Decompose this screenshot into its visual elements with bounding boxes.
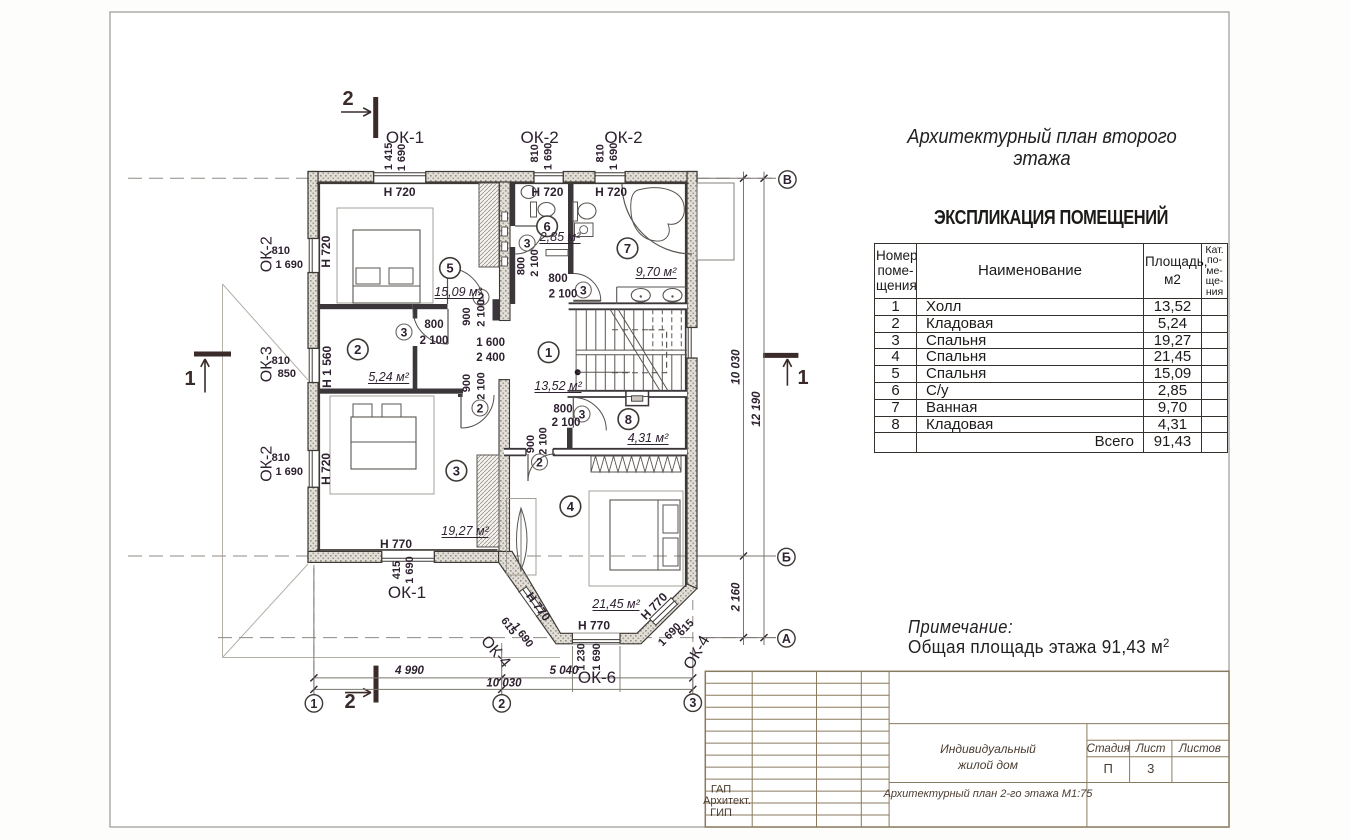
svg-text:1 690: 1 690 — [543, 143, 555, 171]
svg-text:жилой дом: жилой дом — [957, 758, 1018, 772]
svg-text:21,45 м²: 21,45 м² — [591, 597, 640, 611]
svg-text:1 690: 1 690 — [608, 143, 620, 171]
svg-text:2 100: 2 100 — [552, 417, 581, 429]
svg-text:Н 720: Н 720 — [319, 453, 333, 485]
svg-text:2: 2 — [344, 691, 355, 713]
svg-text:3: 3 — [401, 325, 408, 339]
svg-text:810: 810 — [594, 144, 606, 162]
svg-text:4: 4 — [567, 499, 575, 514]
svg-text:2: 2 — [478, 291, 485, 305]
svg-text:ОК-1: ОК-1 — [388, 583, 426, 602]
svg-text:П: П — [1104, 761, 1113, 776]
svg-text:ОК-2: ОК-2 — [604, 128, 642, 147]
svg-text:2 160: 2 160 — [731, 582, 743, 612]
svg-text:В: В — [783, 173, 792, 187]
svg-text:ОК-6: ОК-6 — [578, 668, 616, 687]
svg-text:1: 1 — [797, 367, 808, 389]
svg-text:2: 2 — [342, 88, 353, 110]
svg-text:1 415: 1 415 — [383, 143, 395, 171]
svg-text:800: 800 — [424, 319, 443, 331]
svg-text:900: 900 — [461, 374, 473, 392]
svg-text:810: 810 — [272, 355, 290, 367]
svg-text:2 100: 2 100 — [549, 289, 578, 301]
svg-text:ОК-3: ОК-3 — [258, 346, 275, 382]
svg-text:1 690: 1 690 — [275, 259, 303, 271]
svg-text:Стадия: Стадия — [1087, 743, 1130, 755]
svg-text:13,52 м²: 13,52 м² — [534, 379, 582, 393]
svg-text:810: 810 — [529, 144, 541, 162]
svg-text:1 690: 1 690 — [404, 556, 416, 584]
svg-text:800: 800 — [548, 273, 567, 285]
svg-text:2: 2 — [477, 401, 484, 415]
svg-text:900: 900 — [461, 307, 473, 325]
svg-text:2: 2 — [536, 455, 543, 469]
svg-text:415: 415 — [391, 561, 403, 579]
svg-text:ОК-2: ОК-2 — [520, 128, 558, 147]
svg-text:10 030: 10 030 — [486, 678, 522, 690]
svg-text:2,85 м²: 2,85 м² — [539, 230, 581, 244]
svg-text:12 190: 12 190 — [751, 391, 763, 427]
svg-text:800: 800 — [553, 404, 572, 416]
svg-text:Б: Б — [782, 551, 791, 565]
svg-text:9,70 м²: 9,70 м² — [636, 265, 677, 279]
svg-text:7: 7 — [624, 241, 631, 256]
svg-text:1 600: 1 600 — [476, 337, 505, 349]
svg-text:1: 1 — [545, 345, 552, 360]
svg-text:1 690: 1 690 — [275, 466, 303, 478]
svg-text:ОК-2: ОК-2 — [258, 446, 275, 482]
svg-text:2 100: 2 100 — [476, 372, 488, 400]
svg-text:2 100: 2 100 — [538, 427, 550, 455]
svg-text:5 040: 5 040 — [550, 665, 579, 677]
svg-text:3: 3 — [524, 236, 531, 250]
svg-text:2 100: 2 100 — [476, 299, 488, 327]
svg-text:1 230: 1 230 — [575, 643, 587, 671]
svg-text:Архитект.: Архитект. — [703, 795, 751, 807]
svg-text:2 400: 2 400 — [476, 352, 505, 364]
svg-text:Н 720: Н 720 — [531, 185, 563, 199]
svg-text:Н 770: Н 770 — [578, 619, 610, 633]
svg-text:1: 1 — [184, 368, 195, 390]
svg-text:Лист: Лист — [1135, 743, 1166, 755]
svg-text:5: 5 — [446, 261, 453, 276]
svg-text:3: 3 — [580, 283, 587, 297]
svg-text:3: 3 — [579, 407, 586, 421]
svg-text:ОК-1: ОК-1 — [386, 128, 424, 147]
svg-text:Листов: Листов — [1178, 743, 1221, 755]
svg-text:900: 900 — [525, 435, 537, 453]
svg-text:3: 3 — [1147, 761, 1154, 776]
svg-text:850: 850 — [278, 368, 296, 380]
svg-text:6: 6 — [543, 219, 550, 234]
svg-text:Н 720: Н 720 — [595, 185, 627, 199]
svg-text:19,27 м²: 19,27 м² — [441, 524, 489, 538]
svg-text:810: 810 — [272, 245, 290, 257]
svg-text:2 100: 2 100 — [420, 335, 449, 347]
svg-text:10 030: 10 030 — [731, 349, 743, 385]
svg-text:3: 3 — [689, 696, 696, 710]
svg-text:Н 720: Н 720 — [319, 235, 333, 267]
svg-text:3: 3 — [453, 463, 460, 478]
svg-text:1: 1 — [310, 697, 317, 711]
svg-text:810: 810 — [272, 452, 290, 464]
svg-text:5,24 м²: 5,24 м² — [368, 370, 409, 384]
svg-text:Н 720: Н 720 — [384, 185, 416, 199]
svg-text:8: 8 — [625, 412, 632, 427]
svg-text:1 690: 1 690 — [591, 643, 603, 671]
svg-text:4 990: 4 990 — [394, 665, 424, 677]
svg-text:ГАП: ГАП — [711, 783, 731, 795]
svg-text:15,09 м²: 15,09 м² — [434, 285, 482, 299]
svg-text:Н 770: Н 770 — [380, 537, 412, 551]
svg-text:2 100: 2 100 — [529, 249, 541, 277]
svg-text:А: А — [782, 632, 791, 646]
svg-text:2: 2 — [498, 697, 505, 711]
svg-text:800: 800 — [515, 257, 527, 275]
svg-text:ГИП: ГИП — [710, 807, 732, 819]
svg-text:Индивидуальный: Индивидуальный — [940, 742, 1036, 756]
svg-text:4,31 м²: 4,31 м² — [628, 431, 669, 445]
svg-text:Архитектурный план 2-го этажа: Архитектурный план 2-го этажа М1:75 — [883, 788, 1094, 800]
svg-text:ОК-2: ОК-2 — [258, 236, 275, 272]
svg-text:Н 1 560: Н 1 560 — [320, 345, 334, 387]
svg-text:1 690: 1 690 — [396, 144, 408, 172]
svg-text:2: 2 — [354, 342, 361, 357]
